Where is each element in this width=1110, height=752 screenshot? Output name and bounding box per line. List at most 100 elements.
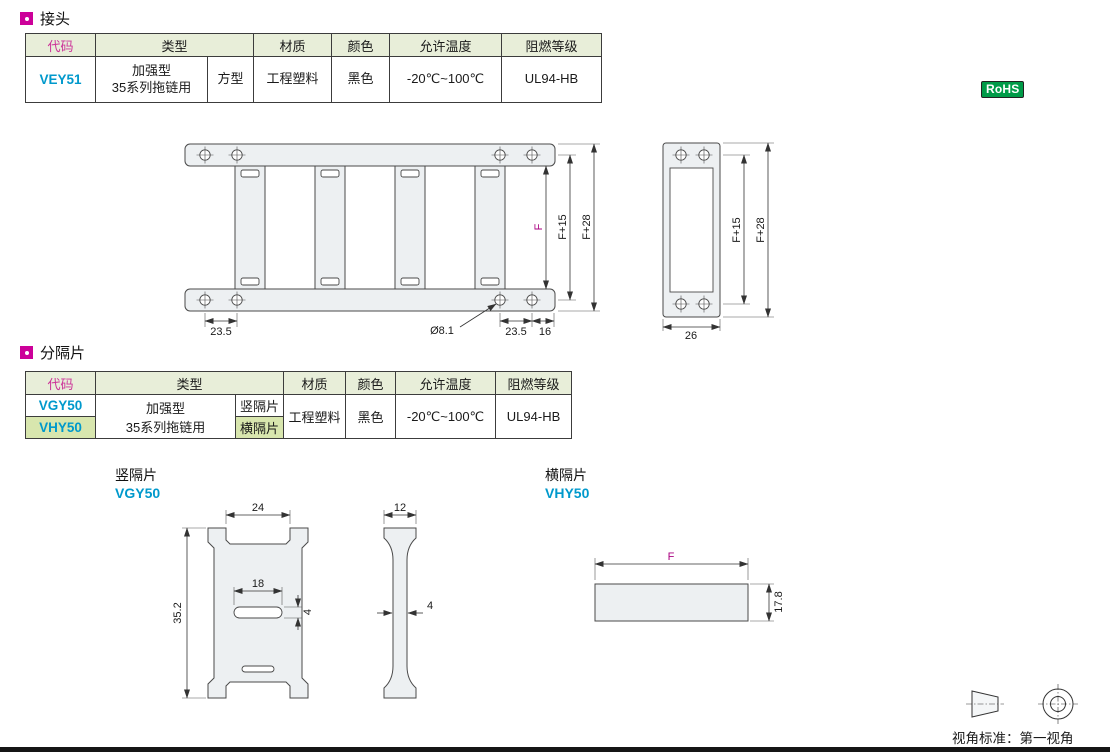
link-end-slots (240, 169, 500, 286)
dim-right-pitch: 23.5 (505, 326, 526, 338)
vgy50-bottom-slot (241, 665, 275, 673)
vgy50-side-dim-lines (377, 510, 423, 616)
chain-links (234, 159, 506, 296)
vhy50-caption: 横隔片 VHY50 (545, 466, 589, 502)
dim-inner-height: F (533, 223, 545, 230)
part-shape: 方型 (207, 56, 254, 103)
divider-spec-table: 代码 类型 材质 颜色 允许温度 阻燃等级 VGY50 加强型 35系列拖链用 … (25, 371, 573, 439)
vgy50-side-outline (383, 527, 417, 699)
chain-drawing: 23.5 Ø8.1 23.5 16 F F+15 F+28 (184, 142, 774, 340)
part-type-cell: 加强型 35系列拖链用 (95, 56, 208, 103)
dim-side-thickness: 4 (427, 600, 433, 612)
dim-height: 17.8 (773, 591, 785, 612)
col-header-color: 颜色 (331, 33, 390, 57)
divider-type-line2: 35系列拖链用 (125, 419, 206, 435)
col-header-flame-rating: 阻燃等级 (495, 371, 573, 395)
chain-bottom-rail (184, 288, 556, 312)
frustum-end-view-icon (1038, 684, 1078, 724)
divider-material: 工程塑料 (283, 394, 347, 439)
joint-spec-table: 代码 类型 材质 颜色 允许温度 阻燃等级 VEY51 加强型 35系列拖链用 … (25, 33, 602, 103)
dim-end-width: 16 (539, 326, 551, 338)
dim-side-outer-height: F+28 (755, 217, 767, 242)
bullet-dot-icon (24, 350, 29, 355)
divider-table-row-vgy50: VGY50 加强型 35系列拖链用 竖隔片 工程塑料 黑色 -20℃~100℃ … (25, 394, 573, 439)
divider-type-line1: 加强型 (145, 400, 185, 416)
vgy50-front-dim-lines (182, 510, 302, 699)
divider-table-row-vhy50: VHY50 横隔片 (25, 416, 572, 439)
col-header-type: 类型 (95, 33, 254, 57)
part-code-vgy50: VGY50 (25, 394, 96, 417)
section-bullet-icon (20, 12, 33, 25)
dim-mid-height: F+15 (557, 214, 569, 239)
dim-slot-width: 18 (252, 578, 264, 590)
vhy50-dim-labels: F 17.8 (668, 551, 785, 613)
vhy50-dim-lines (594, 558, 774, 622)
part-code: VEY51 (25, 56, 96, 103)
col-header-code: 代码 (25, 371, 96, 395)
frustum-side-view-icon (966, 690, 1004, 718)
dim-left-pitch: 23.5 (210, 326, 231, 338)
section-divider-header: 分隔片 (20, 342, 85, 363)
col-header-color: 颜色 (345, 371, 397, 395)
divider-color: 黑色 (345, 394, 397, 439)
divider-temperature: -20℃~100℃ (395, 394, 497, 439)
divider-subtype-horizontal: 横隔片 (234, 416, 285, 439)
dim-outer-height: F+28 (581, 214, 593, 239)
part-flame-rating: UL94-HB (501, 56, 602, 103)
col-header-code: 代码 (25, 33, 96, 57)
chain-side-view: 26 F+15 F+28 (662, 142, 774, 340)
part-code-vhy50: VHY50 (25, 416, 96, 439)
vgy50-center-slot (233, 606, 283, 619)
col-header-material: 材质 (253, 33, 332, 57)
chain-dim-labels: 23.5 Ø8.1 23.5 16 F F+15 F+28 (210, 214, 593, 338)
vhy50-label: 横隔片 (545, 467, 587, 483)
vhy50-code: VHY50 (545, 485, 590, 501)
part-temperature: -20℃~100℃ (389, 56, 502, 103)
section-divider-title: 分隔片 (40, 345, 86, 362)
chain-top-view: 23.5 Ø8.1 23.5 16 F F+15 F+28 (184, 143, 600, 338)
dim-slot-height: 4 (302, 609, 314, 615)
divider-flame-rating: UL94-HB (495, 394, 573, 439)
horizontal-divider-drawing: F 17.8 (594, 551, 785, 622)
divider-subtype-vertical: 竖隔片 (234, 394, 285, 417)
section-joint-title: 接头 (40, 11, 71, 28)
dim-side-mid-height: F+15 (731, 217, 743, 242)
part-color: 黑色 (331, 56, 390, 103)
chain-dim-lines (204, 143, 600, 328)
dim-side-width: 26 (685, 330, 697, 340)
joint-table-row: VEY51 加强型 35系列拖链用 方型 工程塑料 黑色 -20℃~100℃ U… (25, 56, 602, 103)
dim-length: F (668, 551, 675, 563)
vgy50-front-view: 24 18 35.2 4 (172, 502, 314, 699)
side-dim-lines (662, 142, 774, 331)
projection-symbol (966, 684, 1078, 724)
vgy50-front-dim-labels: 24 18 35.2 4 (172, 502, 314, 624)
vhy50-outline (594, 583, 749, 622)
divider-table-header-row: 代码 类型 材质 颜色 允许温度 阻燃等级 (25, 371, 573, 395)
page-bottom-rule (0, 747, 1110, 752)
part-type-line1: 加强型 (131, 62, 171, 78)
vertical-divider-drawing: 24 18 35.2 4 12 4 (172, 502, 433, 699)
side-dim-labels: 26 F+15 F+28 (685, 217, 767, 340)
dim-side-top-width: 12 (394, 502, 406, 514)
part-material: 工程塑料 (253, 56, 332, 103)
section-joint-header: 接头 (20, 8, 70, 29)
dim-height: 35.2 (172, 602, 184, 623)
dim-top-width: 24 (252, 502, 264, 514)
vgy50-code: VGY50 (115, 485, 161, 501)
joint-table-header-row: 代码 类型 材质 颜色 允许温度 阻燃等级 (25, 33, 602, 57)
vgy50-label: 竖隔片 (115, 467, 157, 483)
dim-hole-dia: Ø8.1 (430, 325, 454, 337)
col-header-temperature: 允许温度 (395, 371, 497, 395)
divider-type-cell: 加强型 35系列拖链用 (95, 394, 236, 439)
chain-top-rail (184, 143, 556, 167)
bullet-dot-icon (24, 16, 29, 21)
vgy50-side-dim-labels: 12 4 (394, 502, 433, 612)
vgy50-caption: 竖隔片 VGY50 (115, 466, 160, 502)
col-header-material: 材质 (283, 371, 347, 395)
vgy50-side-view: 12 4 (377, 502, 433, 699)
side-view-opening (669, 167, 714, 293)
col-header-flame-rating: 阻燃等级 (501, 33, 602, 57)
part-type-line2: 35系列拖链用 (111, 79, 192, 95)
col-header-type: 类型 (94, 371, 285, 395)
